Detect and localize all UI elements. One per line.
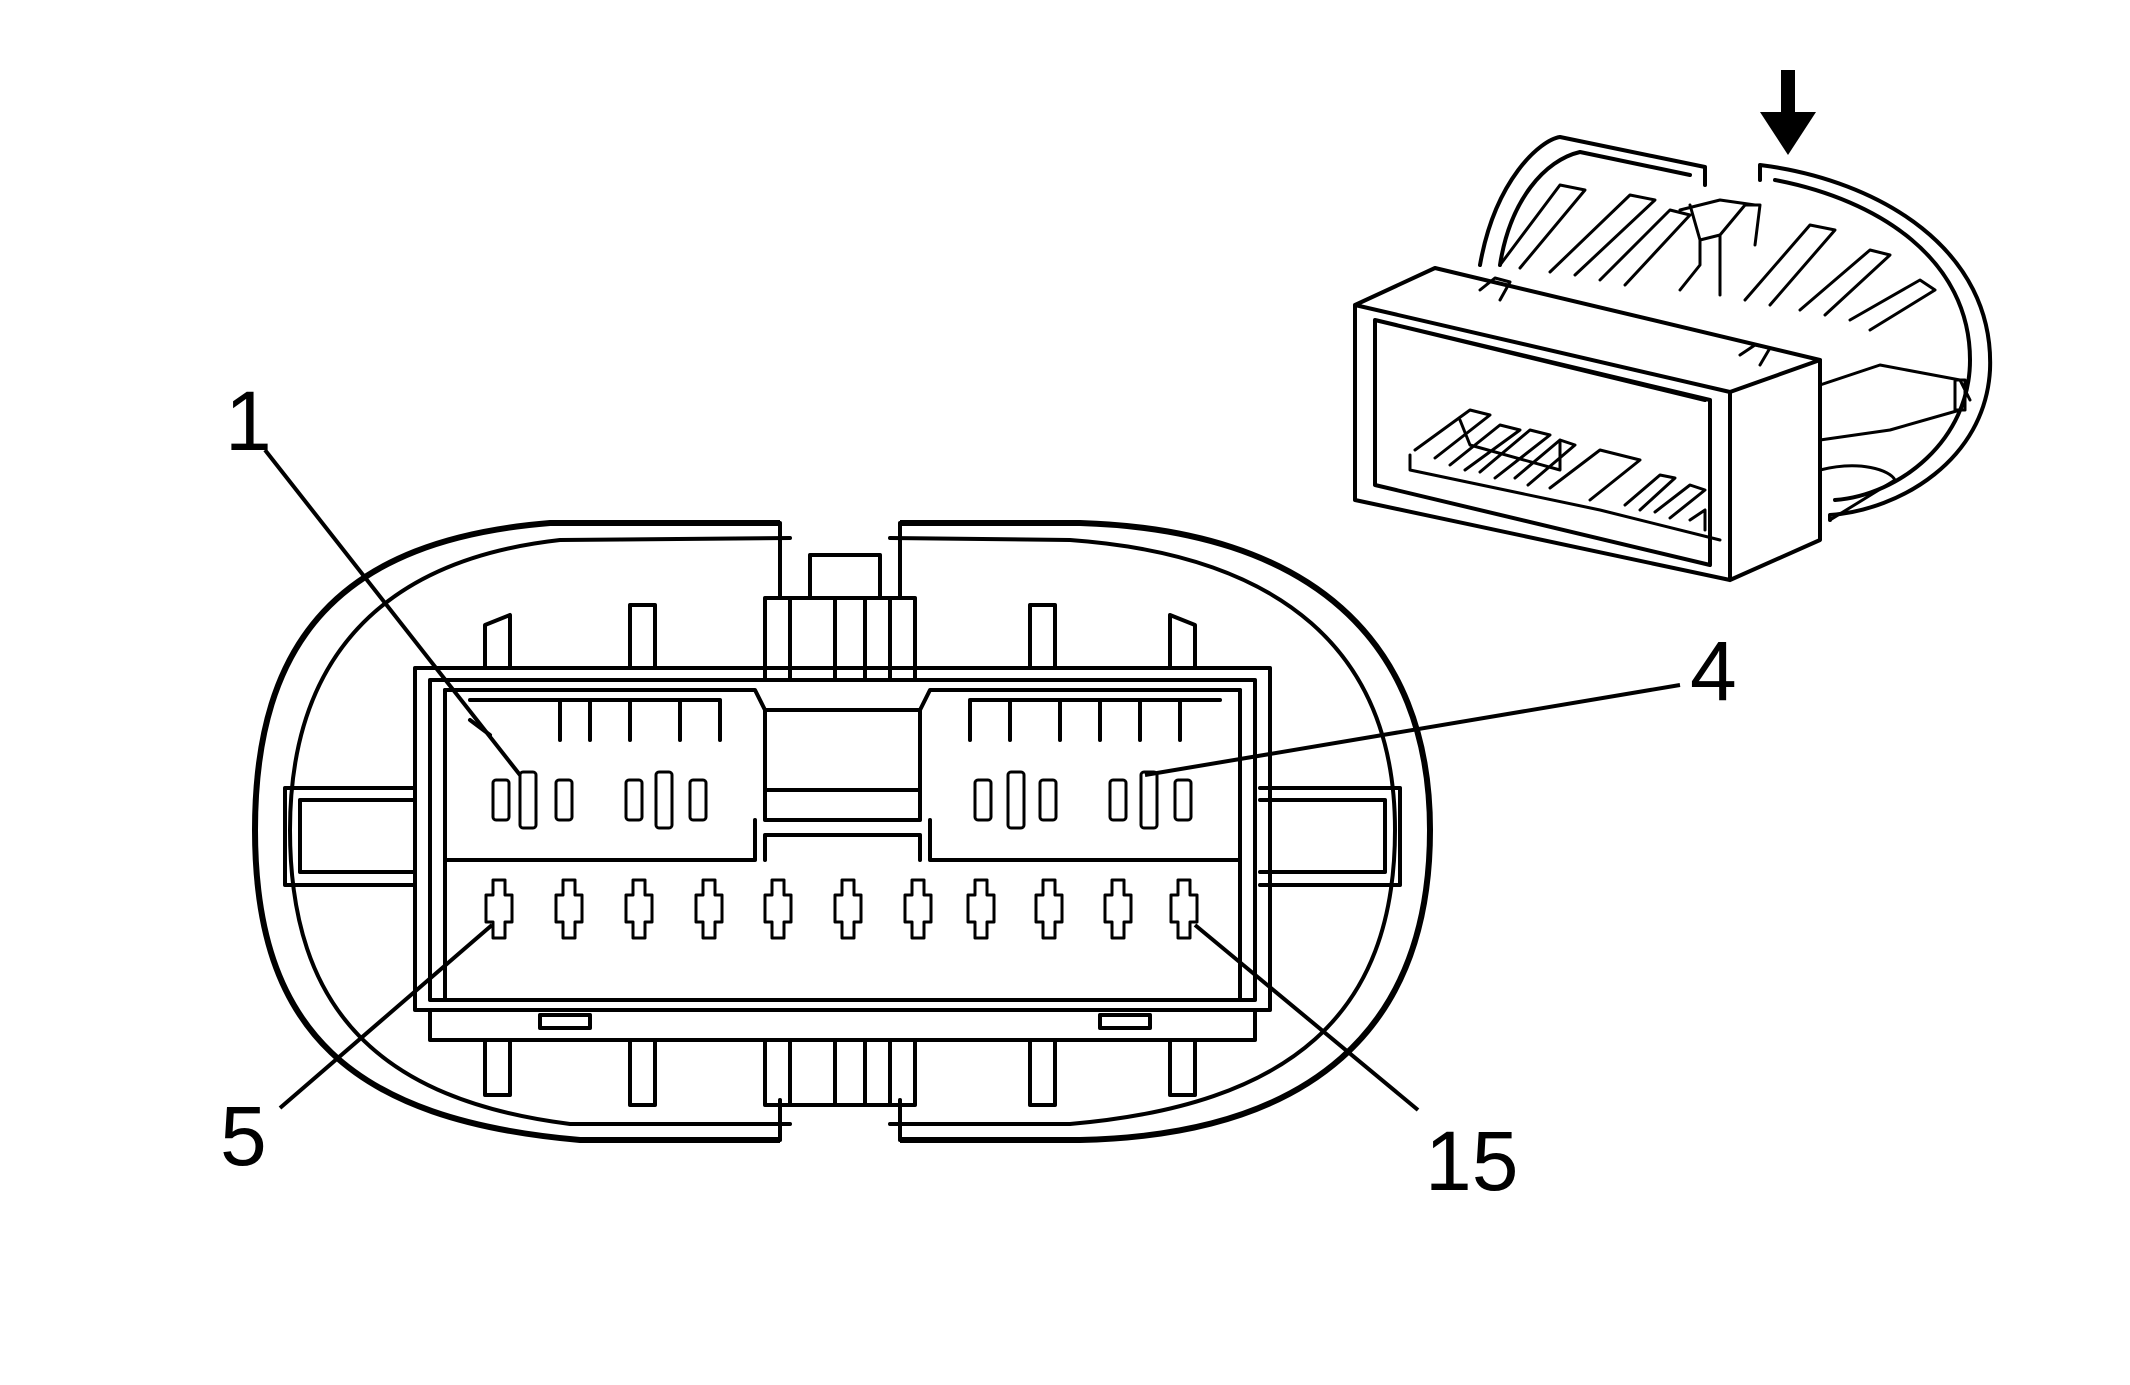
leader-line-1 [263,448,522,777]
down-arrow-icon [1760,70,1816,155]
callout-4: 4 [1690,624,1737,718]
lower-pin-row [484,878,1199,940]
housing-outline [251,520,1434,1143]
upper-posts [483,603,1197,670]
leader-line-4 [1144,683,1681,777]
callout-1: 1 [225,374,272,468]
leader-line-15 [1193,923,1420,1112]
lower-posts [483,1038,1197,1107]
upper-pin-row [491,770,1193,830]
callout-15: 15 [1425,1114,1518,1208]
top-latch [763,521,917,682]
bottom-latch [763,1038,917,1142]
upper-cavity [443,688,1242,862]
iso-terminals [1408,408,1722,542]
iso-side-wedge [1818,363,1972,522]
callout-5: 5 [220,1089,267,1183]
right-side-tab [1258,786,1402,887]
iso-front-body [1353,266,1822,582]
connector-isometric-view [1353,135,1993,582]
iso-top-tabs [1478,276,1772,367]
connector-body [413,666,1272,1012]
housing-inner-outline [288,536,1397,1126]
bottom-rail [428,1008,1257,1042]
iso-rear-housing [1478,135,1993,522]
left-side-tab [283,786,417,887]
connector-face-view [251,448,1681,1143]
iso-ribs [1498,183,1937,332]
leader-line-5 [278,923,494,1110]
